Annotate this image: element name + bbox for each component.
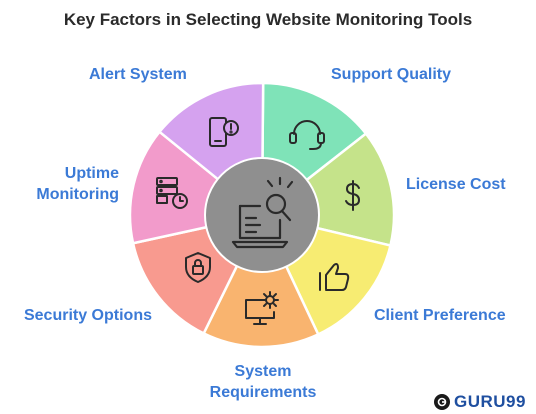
page-title: Key Factors in Selecting Website Monitor…: [63, 10, 473, 29]
guru99-logo-text: GURU99: [454, 392, 526, 411]
guru99-logo-mark: [434, 394, 450, 410]
headset-icon: [289, 120, 325, 150]
monitor-gear-icon: [245, 291, 279, 325]
thumbs-up-icon: [319, 263, 350, 291]
label-support-quality: Support Quality: [331, 66, 451, 83]
label-security-options: Security Options: [23, 307, 152, 324]
label-system-line2: Requirements: [209, 384, 317, 401]
guru99-logo: GURU99: [434, 392, 526, 412]
segment-system-requirements: [202, 212, 320, 349]
label-alert-system: Alert System: [89, 66, 187, 83]
label-system-line1: System: [234, 363, 292, 380]
server-clock-icon: [156, 177, 188, 209]
label-uptime-monitoring: Uptime Monitoring: [20, 163, 119, 205]
label-license-cost: License Cost: [406, 176, 506, 193]
shield-lock-icon: [185, 252, 211, 283]
label-client-preference: Client Preference: [374, 307, 506, 324]
phone-alert-icon: [209, 117, 239, 147]
label-system-requirements: System Requirements: [200, 361, 326, 403]
dollar-icon: [345, 180, 360, 211]
center-hub: [204, 157, 320, 273]
label-uptime-line1: Uptime: [64, 165, 119, 182]
laptop-search-icon: [231, 176, 294, 249]
label-uptime-line2: Monitoring: [36, 186, 119, 203]
